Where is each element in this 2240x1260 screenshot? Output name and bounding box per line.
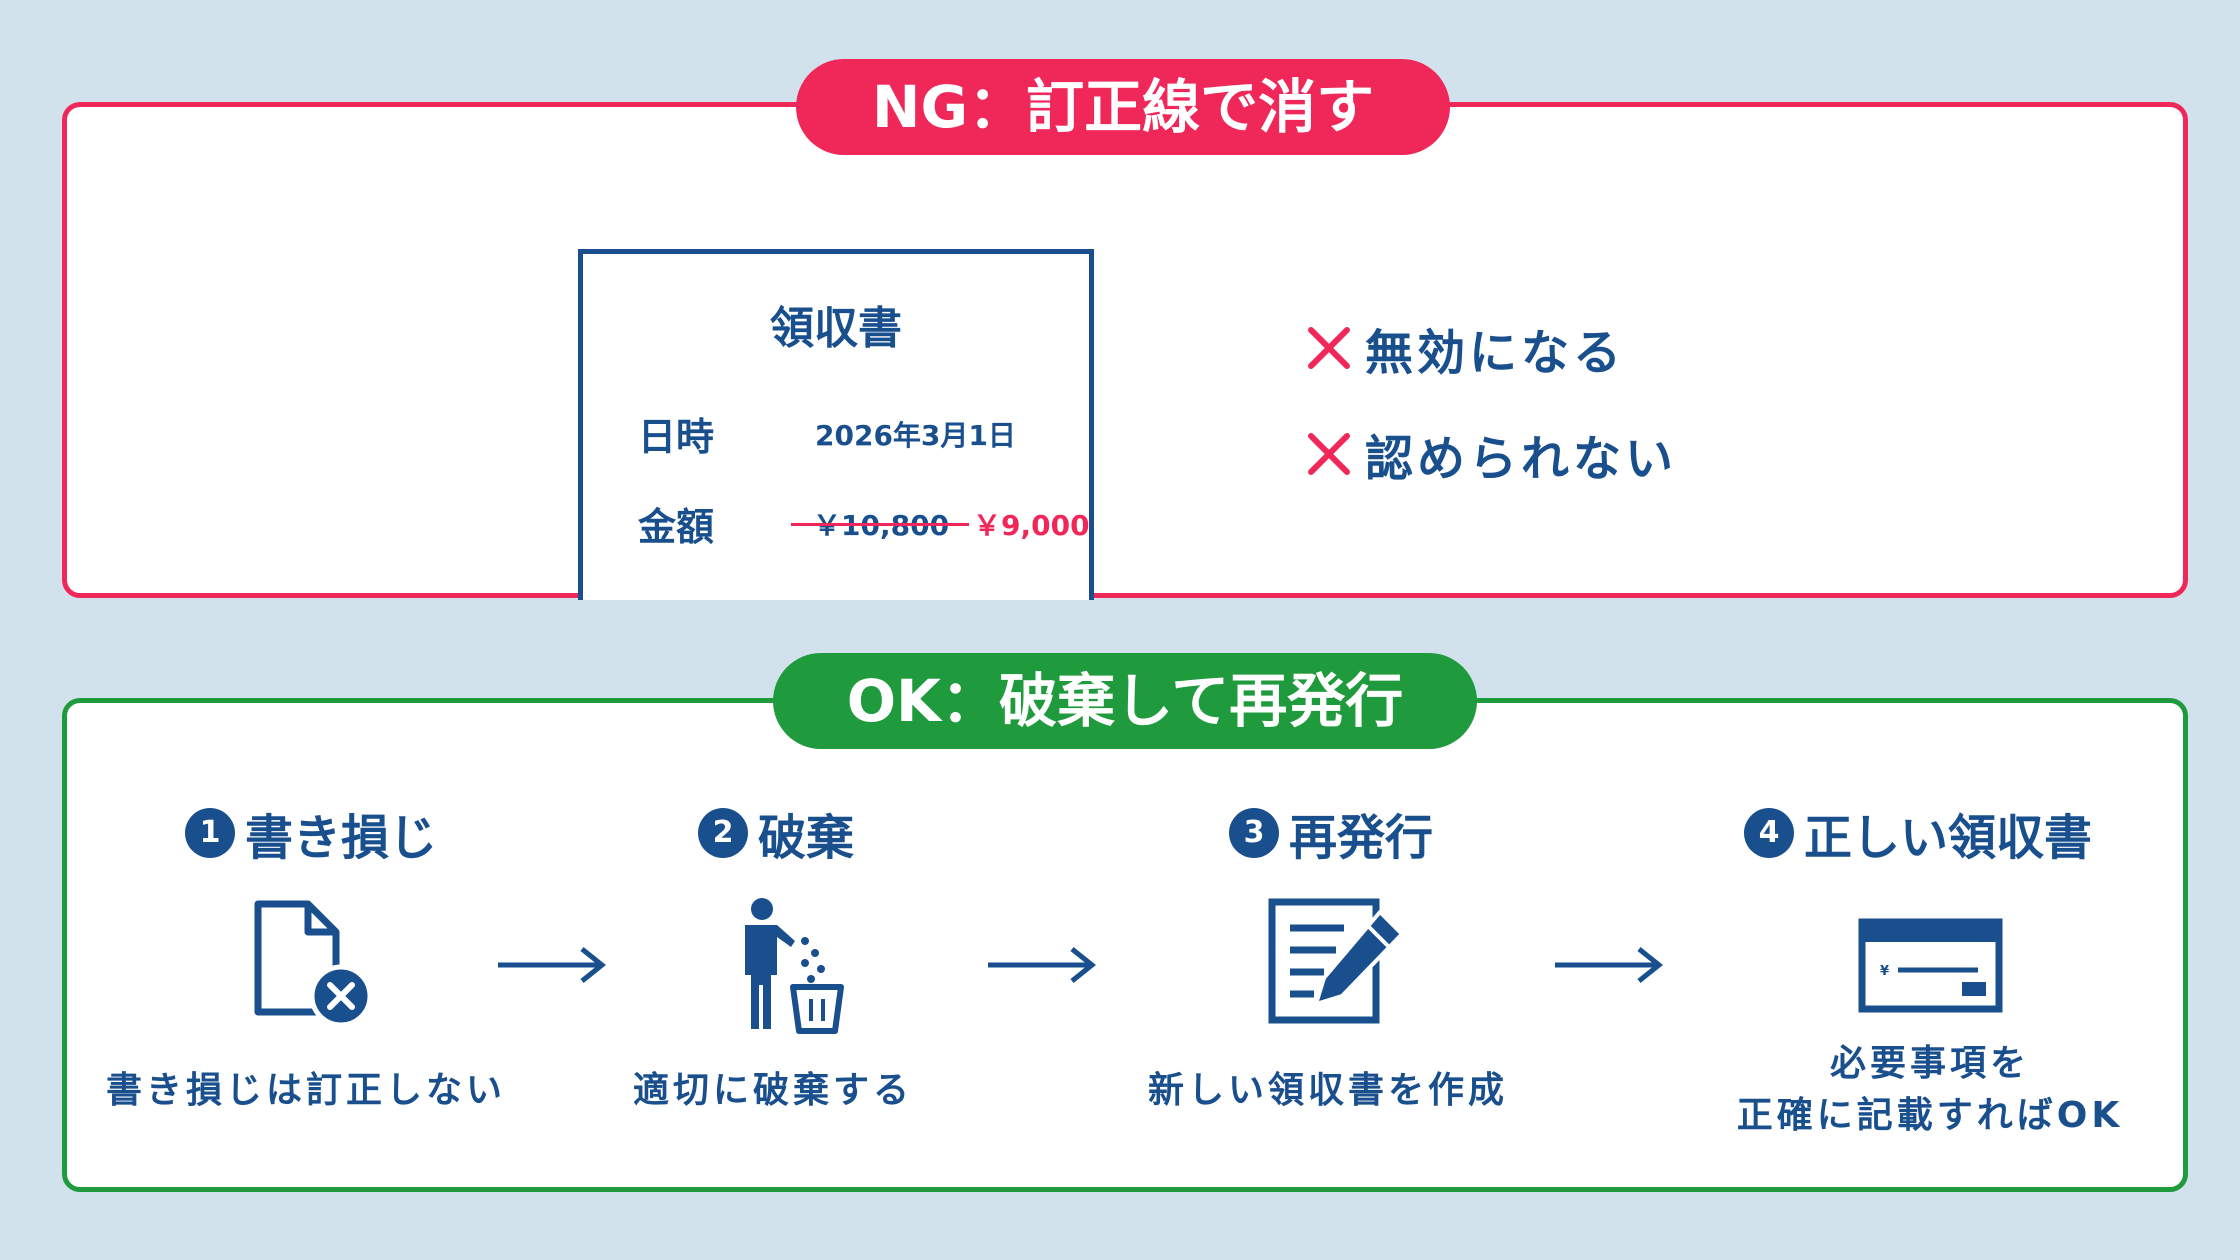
step-1-caption: 書き損じは訂正しない	[106, 1070, 507, 1111]
receipt-date-value: 2026年3月1日	[815, 419, 1016, 452]
step-3-heading: 3 再発行	[1229, 803, 1433, 866]
step-title: 破棄	[758, 810, 855, 866]
step-3-caption: 新しい領収書を作成	[1148, 1070, 1509, 1111]
yen-symbol: ¥	[1880, 964, 1889, 979]
arrow-right-icon	[498, 947, 606, 983]
receipt-date-label: 日時	[638, 415, 715, 459]
step-1-heading: 1 書き損じ	[185, 803, 437, 866]
receipt-amount-label: 金額	[638, 505, 715, 549]
receipt-title: 領収書	[770, 303, 902, 354]
receipt-icon: ¥	[1858, 918, 2003, 1013]
step-number: 2	[698, 808, 748, 858]
step-title: 書き損じ	[245, 810, 438, 866]
trash-disposal-icon	[745, 898, 844, 1034]
x-mark-icon	[1308, 433, 1350, 475]
correction-line	[791, 523, 969, 526]
x-mark-icon	[1308, 327, 1350, 369]
step-title: 正しい領収書	[1804, 810, 2093, 866]
ng-badge: NG：訂正線で消す	[796, 59, 1450, 155]
ng-result-text: 認められない	[1365, 431, 1678, 487]
step-4-caption-line-1: 必要事項を	[1829, 1043, 2030, 1084]
ok-badge: OK：破棄して再発行	[773, 653, 1477, 749]
ng-result-2: 認められない	[1305, 424, 1677, 487]
edit-document-icon	[1268, 898, 1404, 1024]
ng-panel	[62, 102, 2188, 598]
arrow-right-icon	[1555, 947, 1663, 983]
step-title: 再発行	[1289, 810, 1434, 866]
ng-result-1: 無効になる	[1305, 318, 1625, 381]
step-number: 1	[185, 808, 235, 858]
document-cancel-icon	[254, 900, 373, 1028]
step-number: 4	[1744, 808, 1794, 858]
receipt-sample: 領収書 日時 2026年3月1日 金額 ￥10,800 ￥9,000	[578, 249, 1094, 600]
step-4-caption: 必要事項を 正確に記載すればOK	[1720, 1038, 2140, 1142]
step-number: 3	[1229, 808, 1279, 858]
step-2-heading: 2 破棄	[698, 803, 854, 866]
step-2-caption: 適切に破棄する	[633, 1070, 914, 1111]
receipt-amount-new: ￥9,000	[973, 509, 1090, 542]
step-4-heading: 4 正しい領収書	[1744, 803, 2092, 866]
ng-result-text: 無効になる	[1365, 325, 1626, 381]
arrow-right-icon	[988, 947, 1096, 983]
step-4-caption-line-2: 正確に記載すればOK	[1736, 1095, 2124, 1136]
